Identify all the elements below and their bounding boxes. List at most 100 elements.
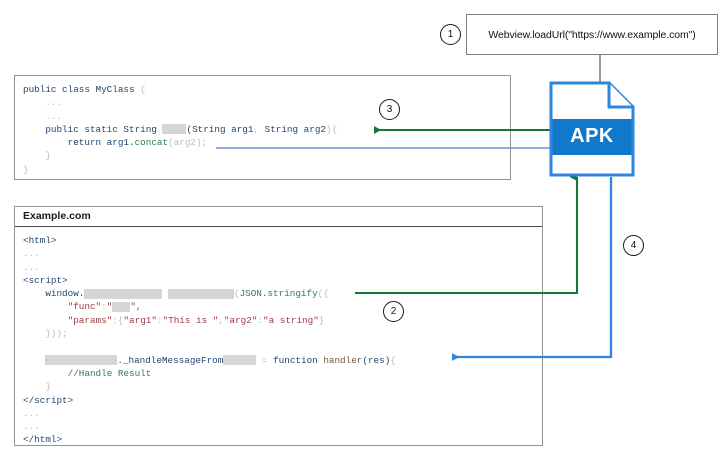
code-line: </html>: [23, 433, 542, 446]
apk-file-glyph: [549, 81, 635, 177]
code-token: public static String: [23, 123, 163, 135]
code-line: </script>: [23, 394, 542, 407]
code-token: (res): [362, 354, 391, 366]
code-token: window.: [23, 288, 85, 300]
code-line: [23, 340, 542, 353]
code-token: return arg1.: [23, 137, 135, 149]
code-token: [23, 355, 45, 366]
code-token: }: [23, 150, 51, 162]
redacted-token: [167, 288, 234, 299]
step-marker-4-label: 4: [630, 240, 637, 251]
code-token: "This is ": [162, 314, 219, 326]
code-token: <html>: [23, 235, 57, 246]
step-marker-1: 1: [440, 24, 461, 45]
redacted-token: [223, 355, 257, 366]
redacted-token: [112, 302, 131, 313]
step-marker-3-label: 3: [386, 104, 393, 115]
code-token: [23, 341, 29, 352]
code-token: public class MyClass: [23, 84, 141, 95]
code-token: <script>: [23, 274, 68, 286]
code-line: public class MyClass {: [23, 83, 510, 96]
code-line: public static String (String arg1, Strin…: [23, 123, 510, 136]
code-token: ,: [218, 314, 224, 326]
code-line: ...: [23, 96, 510, 109]
code-line: ._handleMessageFrom = function handler(r…: [23, 354, 542, 367]
code-token: :: [101, 301, 107, 313]
code-token: (: [233, 288, 240, 300]
code-token: "arg1": [123, 314, 157, 326]
redacted-token: [45, 355, 118, 366]
code-token: ...: [23, 421, 40, 433]
code-line: window. (JSON.stringify({: [23, 287, 542, 300]
code-line: }: [23, 163, 510, 176]
webpage-code-body: <html>......<script> window. (JSON.strin…: [15, 227, 542, 454]
code-line: return arg1.concat(arg2);: [23, 136, 510, 149]
code-token: ){: [325, 123, 338, 135]
step-marker-3: 3: [379, 99, 400, 120]
code-token: ": [106, 301, 113, 313]
code-token: "arg2": [223, 314, 258, 326]
code-line: "func":" ",: [23, 300, 542, 313]
code-line: "params":{"arg1":"This is ","arg2":"a st…: [23, 314, 542, 327]
code-token: :: [257, 314, 263, 326]
code-token: ",: [130, 301, 142, 313]
code-token: ({: [317, 288, 329, 300]
code-token: handler: [323, 354, 363, 366]
code-token: ...: [23, 97, 63, 109]
code-token: ...: [23, 248, 40, 260]
code-line: <html>: [23, 234, 542, 247]
code-token: ...: [23, 407, 40, 419]
code-line: ...: [23, 261, 542, 274]
code-token: </script>: [23, 394, 74, 406]
code-token: }));: [23, 328, 68, 340]
code-token: ...: [23, 261, 40, 273]
code-token: }: [318, 314, 325, 326]
code-token: ,: [253, 123, 265, 135]
code-token: "params": [67, 314, 113, 326]
code-token: }: [23, 163, 29, 175]
step-marker-4: 4: [623, 235, 644, 256]
code-token: "func": [67, 301, 102, 313]
code-line: <script>: [23, 274, 542, 287]
code-token: function: [273, 354, 324, 366]
code-token: :{: [112, 314, 124, 326]
code-token: [23, 368, 68, 379]
code-token: (arg2);: [168, 137, 208, 149]
code-line: }: [23, 149, 510, 162]
code-line: ...: [23, 247, 542, 260]
code-line: ...: [23, 407, 542, 420]
code-token: =: [256, 354, 274, 366]
step-marker-2-label: 2: [390, 306, 397, 317]
redacted-token: [84, 288, 163, 299]
code-token: concat: [134, 137, 169, 149]
code-token: {: [140, 84, 146, 95]
webpage-source-panel: Example.com <html>......<script> window.…: [14, 206, 543, 446]
java-source-panel: public class MyClass { ... ... public st…: [14, 75, 511, 180]
code-token: [23, 301, 68, 312]
code-token: {: [390, 354, 396, 366]
code-token: }: [23, 381, 51, 393]
webpage-panel-title: Example.com: [15, 207, 542, 227]
code-token: (String arg1: [186, 123, 254, 135]
code-line: ...: [23, 110, 510, 123]
loadurl-callout-text: Webview.loadUrl("https://www.example.com…: [488, 28, 696, 41]
step-marker-1-label: 1: [447, 29, 454, 40]
code-token: "a string": [263, 314, 319, 326]
code-token: String arg2: [264, 123, 326, 135]
loadurl-callout-box: Webview.loadUrl("https://www.example.com…: [466, 14, 718, 55]
apk-file-icon[interactable]: APK: [549, 81, 635, 177]
code-line: ...: [23, 420, 542, 433]
code-token: ._handleMessageFrom: [117, 354, 224, 366]
code-token: [23, 315, 68, 326]
code-token: ...: [23, 110, 63, 122]
code-line: //Handle Result: [23, 367, 542, 380]
java-code-body: public class MyClass { ... ... public st…: [15, 76, 510, 183]
code-token: //Handle Result: [67, 367, 152, 379]
redacted-token: [162, 124, 187, 135]
code-line: }: [23, 380, 542, 393]
code-token: JSON.stringify: [239, 288, 318, 300]
step-marker-2: 2: [383, 301, 404, 322]
code-token: :: [156, 314, 163, 326]
code-line: }));: [23, 327, 542, 340]
